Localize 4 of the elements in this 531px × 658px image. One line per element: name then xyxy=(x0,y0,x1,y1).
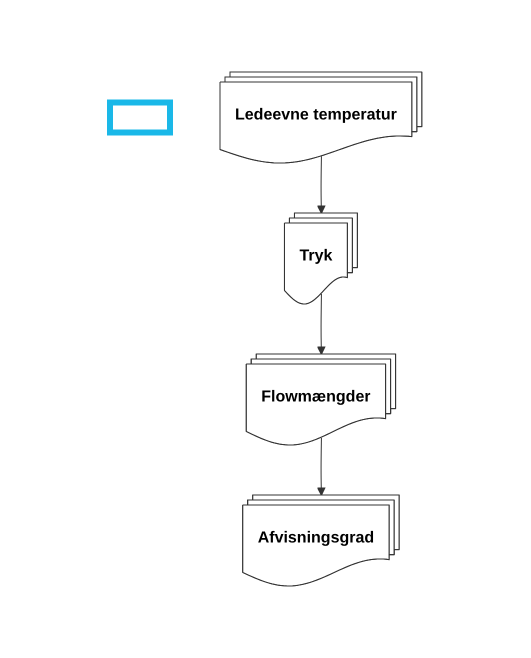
arrow xyxy=(316,294,326,355)
arrow xyxy=(316,156,326,214)
node-box xyxy=(106,100,173,136)
arrow xyxy=(316,437,326,496)
